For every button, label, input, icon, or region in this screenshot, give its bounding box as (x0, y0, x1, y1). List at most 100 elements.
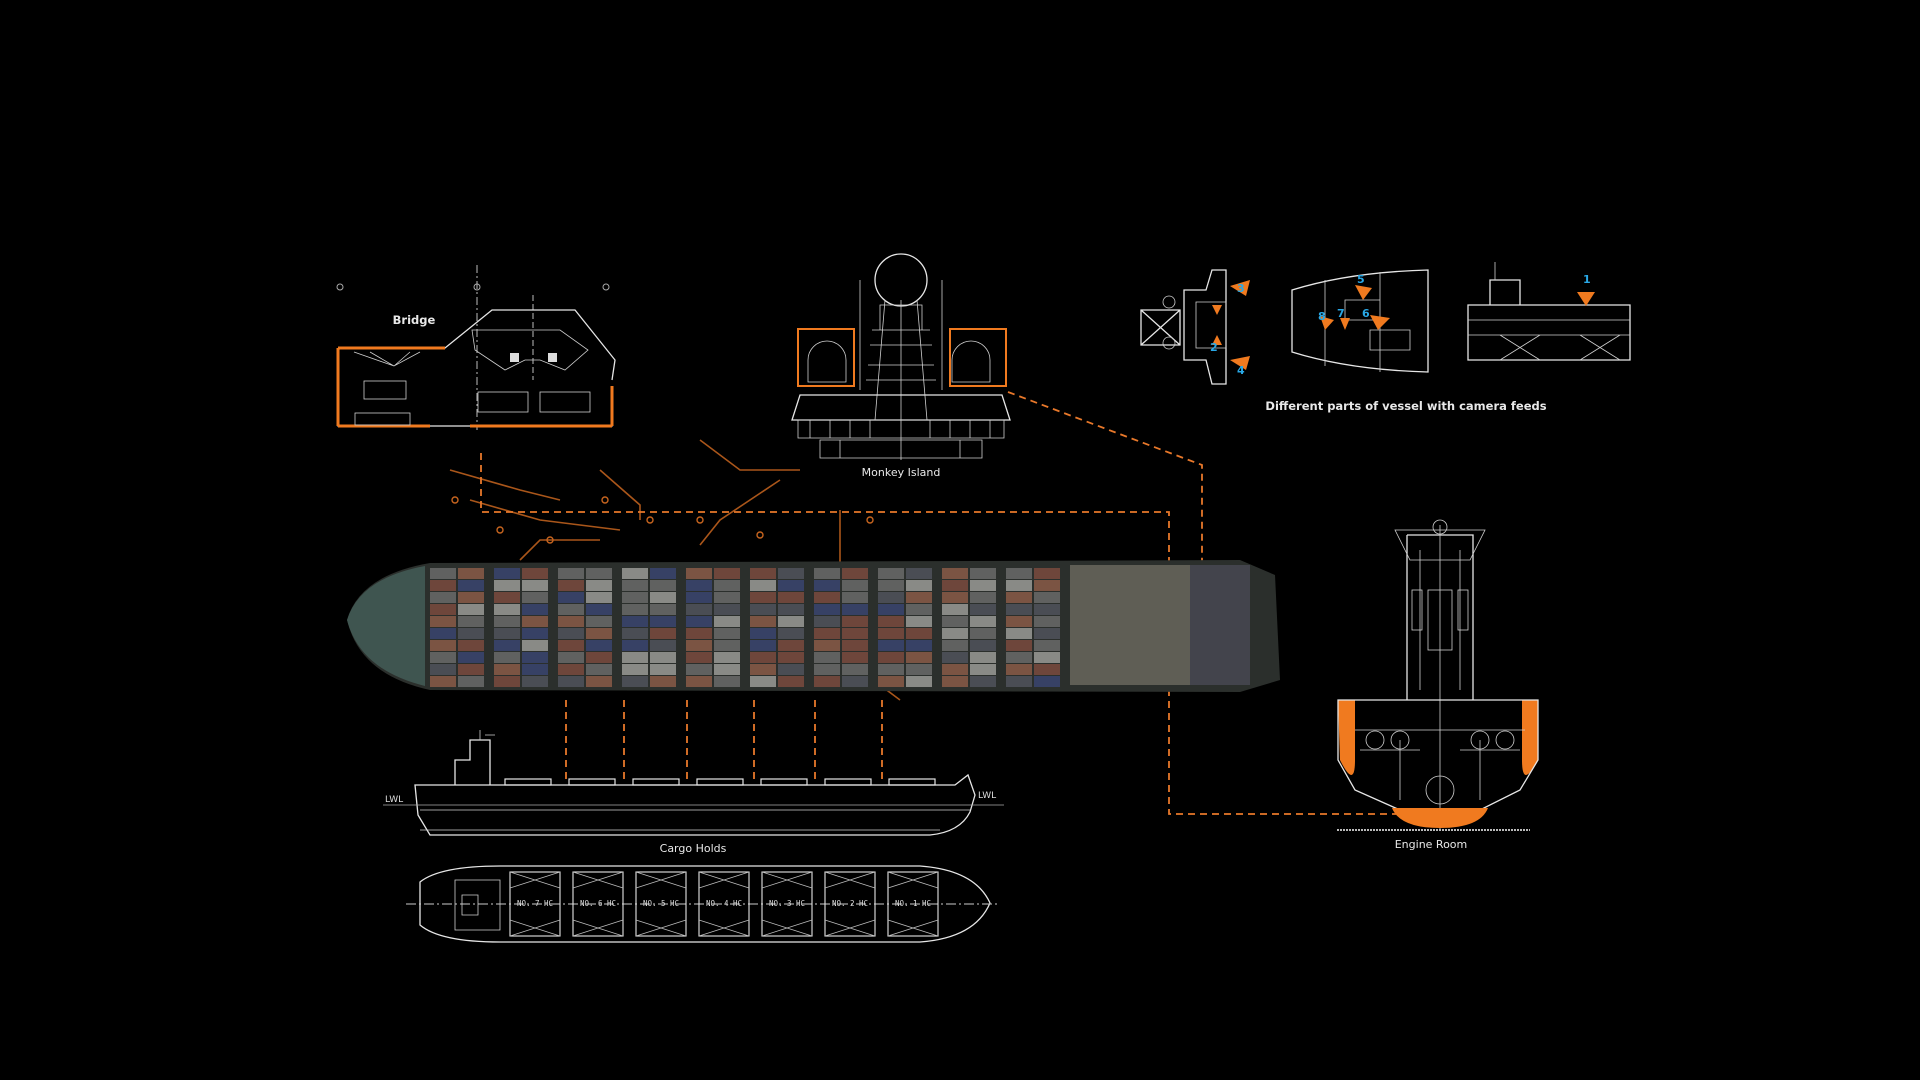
container (558, 616, 584, 627)
container (1006, 652, 1032, 663)
container (458, 592, 484, 603)
container (522, 676, 548, 687)
container (842, 676, 868, 687)
container (586, 640, 612, 651)
monkey-island-elevation (791, 253, 1011, 460)
container (842, 616, 868, 627)
container (622, 652, 648, 663)
container (686, 676, 712, 687)
hatch-cover (824, 778, 872, 786)
container (586, 592, 612, 603)
container (522, 640, 548, 651)
container (650, 676, 676, 687)
cargo-holds-label: Cargo Holds (659, 842, 727, 855)
container (814, 640, 840, 651)
container (778, 568, 804, 579)
hatch-cover (632, 778, 680, 786)
highlight-box-right (949, 328, 1007, 387)
container (906, 616, 932, 627)
container (622, 604, 648, 615)
container (906, 628, 932, 639)
container (586, 664, 612, 675)
hold-label: NO. 3 HC (769, 899, 805, 908)
container (906, 652, 932, 663)
ship-side-elevation: LWL LWL (383, 730, 1004, 836)
container (622, 628, 648, 639)
container (650, 592, 676, 603)
hold-label: NO. 4 HC (706, 899, 742, 908)
container (494, 676, 520, 687)
container (878, 640, 904, 651)
container (714, 604, 740, 615)
container (814, 580, 840, 591)
container (714, 592, 740, 603)
container (906, 592, 932, 603)
container (650, 568, 676, 579)
container (558, 652, 584, 663)
container (750, 604, 776, 615)
container-grid (430, 568, 1060, 687)
container (586, 568, 612, 579)
container (522, 628, 548, 639)
container (1034, 652, 1060, 663)
container (714, 616, 740, 627)
container (458, 664, 484, 675)
container (814, 592, 840, 603)
camera-number: 6 (1362, 307, 1370, 320)
monkey-island-label: Monkey Island (861, 466, 941, 479)
container (650, 664, 676, 675)
container (1034, 664, 1060, 675)
container (558, 568, 584, 579)
container (778, 676, 804, 687)
container (842, 664, 868, 675)
container (1006, 628, 1032, 639)
container (458, 616, 484, 627)
container (586, 616, 612, 627)
container (814, 568, 840, 579)
container (778, 592, 804, 603)
container (1034, 592, 1060, 603)
container (942, 664, 968, 675)
container (622, 592, 648, 603)
container (622, 640, 648, 651)
container (714, 568, 740, 579)
container (522, 616, 548, 627)
container (750, 592, 776, 603)
container (558, 676, 584, 687)
container (878, 580, 904, 591)
container (494, 592, 520, 603)
container (906, 664, 932, 675)
container (942, 604, 968, 615)
container (650, 628, 676, 639)
camera-number: 8 (1318, 310, 1326, 323)
cargo-hold (698, 871, 750, 937)
container (522, 652, 548, 663)
container (1034, 568, 1060, 579)
container (1006, 580, 1032, 591)
camera-feeds-caption: Different parts of vessel with camera fe… (1265, 399, 1547, 413)
container (906, 568, 932, 579)
container (686, 616, 712, 627)
container (458, 580, 484, 591)
container (778, 664, 804, 675)
container (906, 580, 932, 591)
container (970, 676, 996, 687)
container (714, 580, 740, 591)
container (430, 604, 456, 615)
container (458, 676, 484, 687)
container (494, 568, 520, 579)
container (686, 640, 712, 651)
hatch-cover (504, 778, 552, 786)
container (842, 568, 868, 579)
container (430, 676, 456, 687)
container (494, 580, 520, 591)
container (778, 616, 804, 627)
container (714, 676, 740, 687)
container (814, 628, 840, 639)
container (1034, 640, 1060, 651)
container (878, 676, 904, 687)
container (842, 580, 868, 591)
cargo-hold (761, 871, 813, 937)
container (906, 604, 932, 615)
container (586, 676, 612, 687)
